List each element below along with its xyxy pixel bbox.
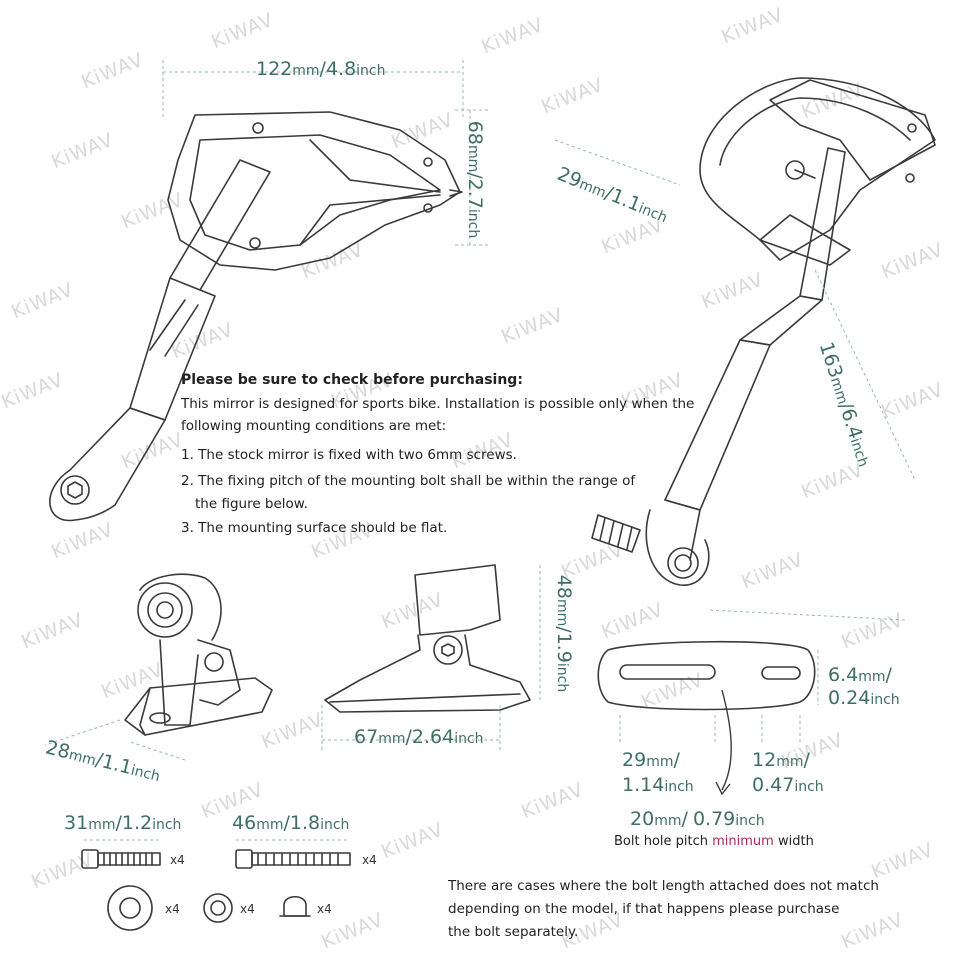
dimension-bolt-long: 46mm/1.8inch	[232, 812, 350, 834]
mount-side-view	[124, 573, 273, 736]
footer-note-line-2: depending on the model, if that happens …	[448, 901, 840, 917]
notice-item-1: 1. The stock mirror is fixed with two 6m…	[181, 447, 517, 463]
dimension-slot-left: 29mm/ 1.14inch	[622, 749, 694, 796]
mirror-iso-view	[591, 77, 936, 586]
notice-item-3: 3. The mounting surface should be flat.	[181, 520, 448, 536]
notice-intro-line-1: This mirror is designed for sports bike.…	[181, 396, 695, 412]
notice-heading: Please be sure to check before purchasin…	[181, 372, 523, 388]
dimension-slot-right: 12mm/ 0.47inch	[752, 749, 824, 796]
bolt-short-quantity: x4	[170, 853, 185, 867]
bolt-hole-plate	[597, 640, 816, 711]
hardware-parts	[81, 849, 351, 931]
dimension-width-top: 122mm/4.8inch	[256, 58, 386, 80]
dimension-mount-height: 48mm/1.9inch	[553, 574, 576, 693]
pitch-caption: Bolt hole pitch minimum width	[614, 834, 814, 849]
washer-large-quantity: x4	[165, 902, 180, 916]
notice-item-2a: 2. The fixing pitch of the mounting bolt…	[181, 473, 636, 489]
dimension-pitch-min: 20mm/ 0.79inch	[630, 808, 765, 830]
mount-front-view	[324, 564, 531, 713]
dimension-bolt-short: 31mm/1.2inch	[64, 812, 182, 834]
notice-item-2b: the figure below.	[195, 496, 308, 512]
notice-intro-line-2: following mounting conditions are met:	[181, 418, 447, 434]
cap-nut-quantity: x4	[317, 902, 332, 916]
bolt-long-quantity: x4	[362, 853, 377, 867]
dimension-slot-width: 6.4mm/ 0.24inch	[828, 664, 900, 709]
mirror-front-view	[49, 111, 463, 522]
footer-note-line-3: the bolt separately.	[448, 924, 579, 940]
dimension-mount-width: 67mm/2.64inch	[354, 726, 484, 748]
dimension-height-top: 68mm/2.7inch	[464, 120, 487, 239]
washer-small-quantity: x4	[240, 902, 255, 916]
footer-note-line-1: There are cases where the bolt length at…	[448, 878, 879, 894]
